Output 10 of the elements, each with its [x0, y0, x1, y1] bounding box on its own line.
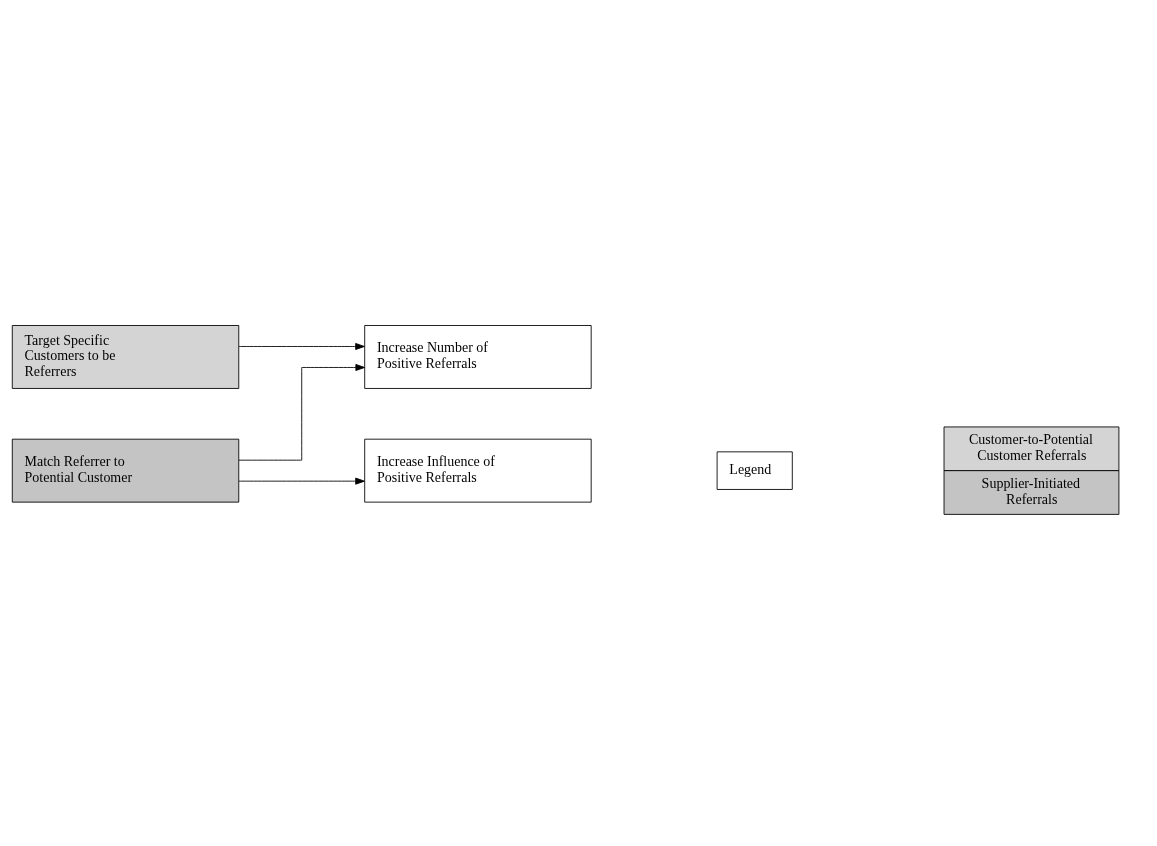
legend-label: Supplier-Initiated Referrals — [981, 475, 1080, 507]
arrow — [238, 477, 365, 485]
arrow — [238, 363, 366, 461]
node-box: Match Referrer to Potential Customer — [11, 438, 240, 503]
node-box: Target Specific Customers to be Referrers — [11, 325, 240, 389]
node-box: Increase Number of Positive Referrals — [364, 325, 592, 389]
node-box: Increase Influence of Positive Referrals — [364, 438, 592, 503]
legend-label: Customer-to-Potential Customer Referrals — [968, 432, 1093, 463]
node-box: Legend — [716, 451, 793, 490]
arrow — [238, 343, 365, 350]
